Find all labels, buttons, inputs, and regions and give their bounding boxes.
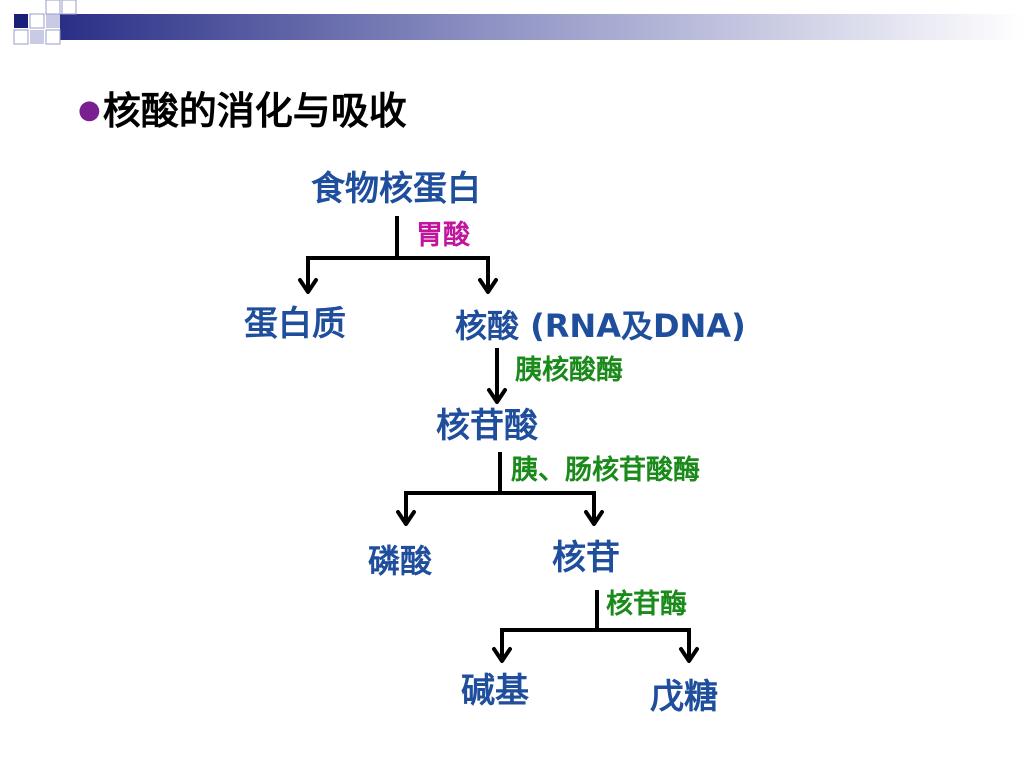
slide-title: ●核酸的消化与吸收 [78, 92, 407, 130]
node-nucleic-acid: 核酸 (RNA及DNA) [455, 307, 746, 345]
node-protein: 蛋白质 [244, 304, 346, 344]
arrowhead-nucleotide [487, 388, 507, 404]
enzyme-pancreatic-nuclease: 胰核酸酶 [515, 355, 623, 386]
arrowhead-nucleic-acid [478, 278, 498, 294]
arrowhead-phosphate [396, 510, 416, 526]
node-nucleotide: 核苷酸 [436, 406, 538, 446]
node-nucleoside: 核苷 [552, 538, 620, 578]
arrowhead-pentose [679, 647, 699, 663]
header-decoration [13, 0, 1024, 45]
arrowhead-protein [298, 278, 318, 294]
enzyme-nucleotidase: 胰、肠核苷酸酶 [511, 455, 700, 486]
arrowhead-nucleoside [584, 510, 604, 526]
node-food-nucleoprotein: 食物核蛋白 [311, 169, 481, 209]
enzyme-gastric-acid: 胃酸 [416, 220, 470, 251]
enzyme-nucleosidase: 核苷酶 [606, 589, 687, 620]
slide-title-text: 核酸的消化与吸收 [102, 89, 407, 133]
bullet-icon: ● [78, 95, 101, 125]
node-pentose: 戊糖 [650, 677, 718, 717]
node-base: 碱基 [461, 671, 529, 711]
arrowhead-base [492, 647, 512, 663]
node-phosphate: 磷酸 [368, 542, 433, 580]
